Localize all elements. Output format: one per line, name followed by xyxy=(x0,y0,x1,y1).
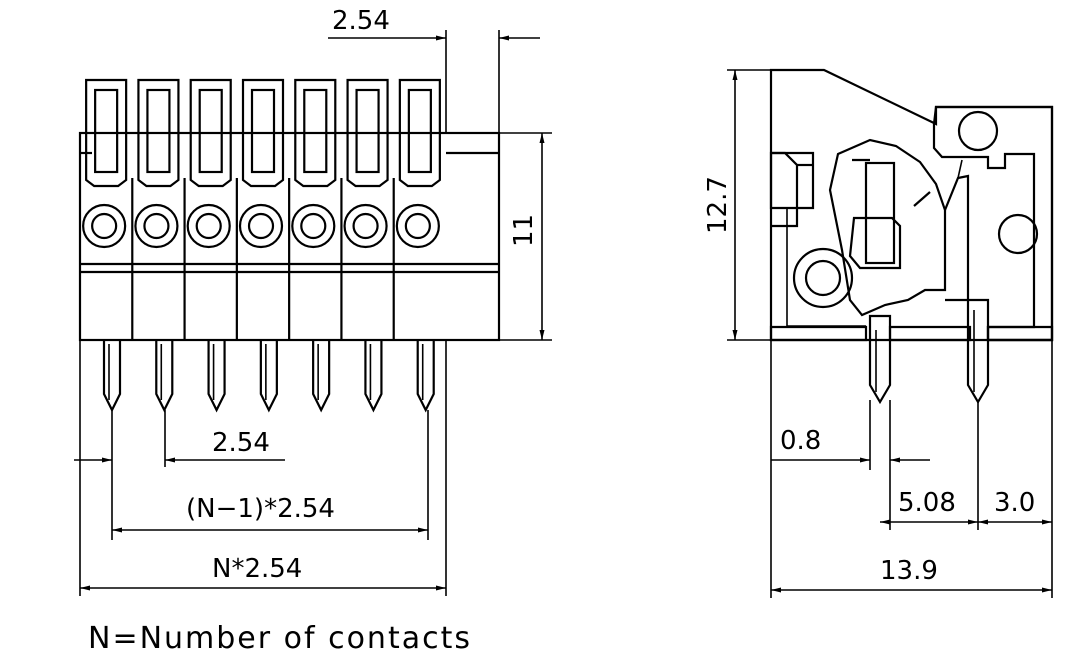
dim-pitch-top-label: 2.54 xyxy=(332,6,390,36)
release-lever xyxy=(85,78,128,188)
release-lever-window xyxy=(94,88,119,174)
release-lever-window xyxy=(303,88,328,174)
release-lever-window xyxy=(250,88,276,174)
release-lever-window xyxy=(355,88,380,174)
dim-pin-width-label: 0.8 xyxy=(780,426,821,456)
wire-entry-hole xyxy=(395,203,440,249)
pivot-circle xyxy=(792,247,854,309)
release-lever xyxy=(189,78,232,188)
release-lever xyxy=(241,78,285,188)
solder-pin xyxy=(207,340,226,413)
side-view: 12.7 0.8 5.08 3.0 13.9 xyxy=(703,68,1054,598)
wire-entry-hole xyxy=(238,203,284,249)
contact-dividers xyxy=(131,178,395,340)
release-lever xyxy=(137,78,180,188)
wire-entry-holes xyxy=(82,203,440,249)
solder-pin xyxy=(312,340,331,413)
front-view: 2.54 11 2.54 (N−1)*2.54 N*2.54 xyxy=(74,6,552,596)
dim-pin-to-edge-label: 3.0 xyxy=(994,488,1035,518)
release-lever xyxy=(398,78,441,188)
solder-pin xyxy=(155,340,174,413)
wire-entry-hole xyxy=(82,203,127,249)
dim-total-depth-label: 13.9 xyxy=(880,556,938,586)
solder-pin xyxy=(259,340,278,413)
wire-entry-hole-inner xyxy=(247,212,275,240)
lower-spring-circle xyxy=(997,213,1039,255)
solder-pin xyxy=(102,340,122,413)
wire-entry-hole-inner xyxy=(195,212,222,240)
wire-entry-hole xyxy=(186,203,231,249)
footnote-text: N=Number of contacts xyxy=(88,621,472,656)
release-lever xyxy=(346,78,389,188)
dim-pitch-bottom-label: 2.54 xyxy=(212,428,270,458)
dim-span-pins-label: (N−1)*2.54 xyxy=(186,494,335,524)
solder-pin xyxy=(364,340,383,413)
solder-pins xyxy=(102,340,435,413)
side-body-outline xyxy=(769,68,1054,342)
wire-entry-hole xyxy=(343,203,388,249)
release-lever-window xyxy=(146,88,171,174)
actuator-lever xyxy=(828,138,947,317)
upper-spring-circle xyxy=(957,110,999,152)
release-levers xyxy=(85,78,441,188)
wire-entry-hole-inner xyxy=(352,212,379,240)
side-pin-rear xyxy=(966,298,990,405)
wire-entry-hole-inner xyxy=(404,212,431,240)
wire-entry-hole xyxy=(291,203,336,249)
wire-entry-hole xyxy=(134,203,179,249)
release-lever xyxy=(294,78,337,188)
wire-entry-hole-inner xyxy=(91,212,118,240)
dim-total-width-label: N*2.54 xyxy=(212,554,302,584)
dim-pin-spacing-label: 5.08 xyxy=(898,488,956,518)
solder-pin xyxy=(416,340,435,413)
wire-entry-hole-inner xyxy=(300,212,327,240)
side-pin-front xyxy=(868,314,892,405)
wire-entry-hole-inner xyxy=(143,212,170,240)
dim-height-front-label: 11 xyxy=(509,214,539,247)
release-lever-window xyxy=(407,88,432,174)
release-lever-window xyxy=(198,88,223,174)
dim-height-side-label: 12.7 xyxy=(703,176,733,234)
